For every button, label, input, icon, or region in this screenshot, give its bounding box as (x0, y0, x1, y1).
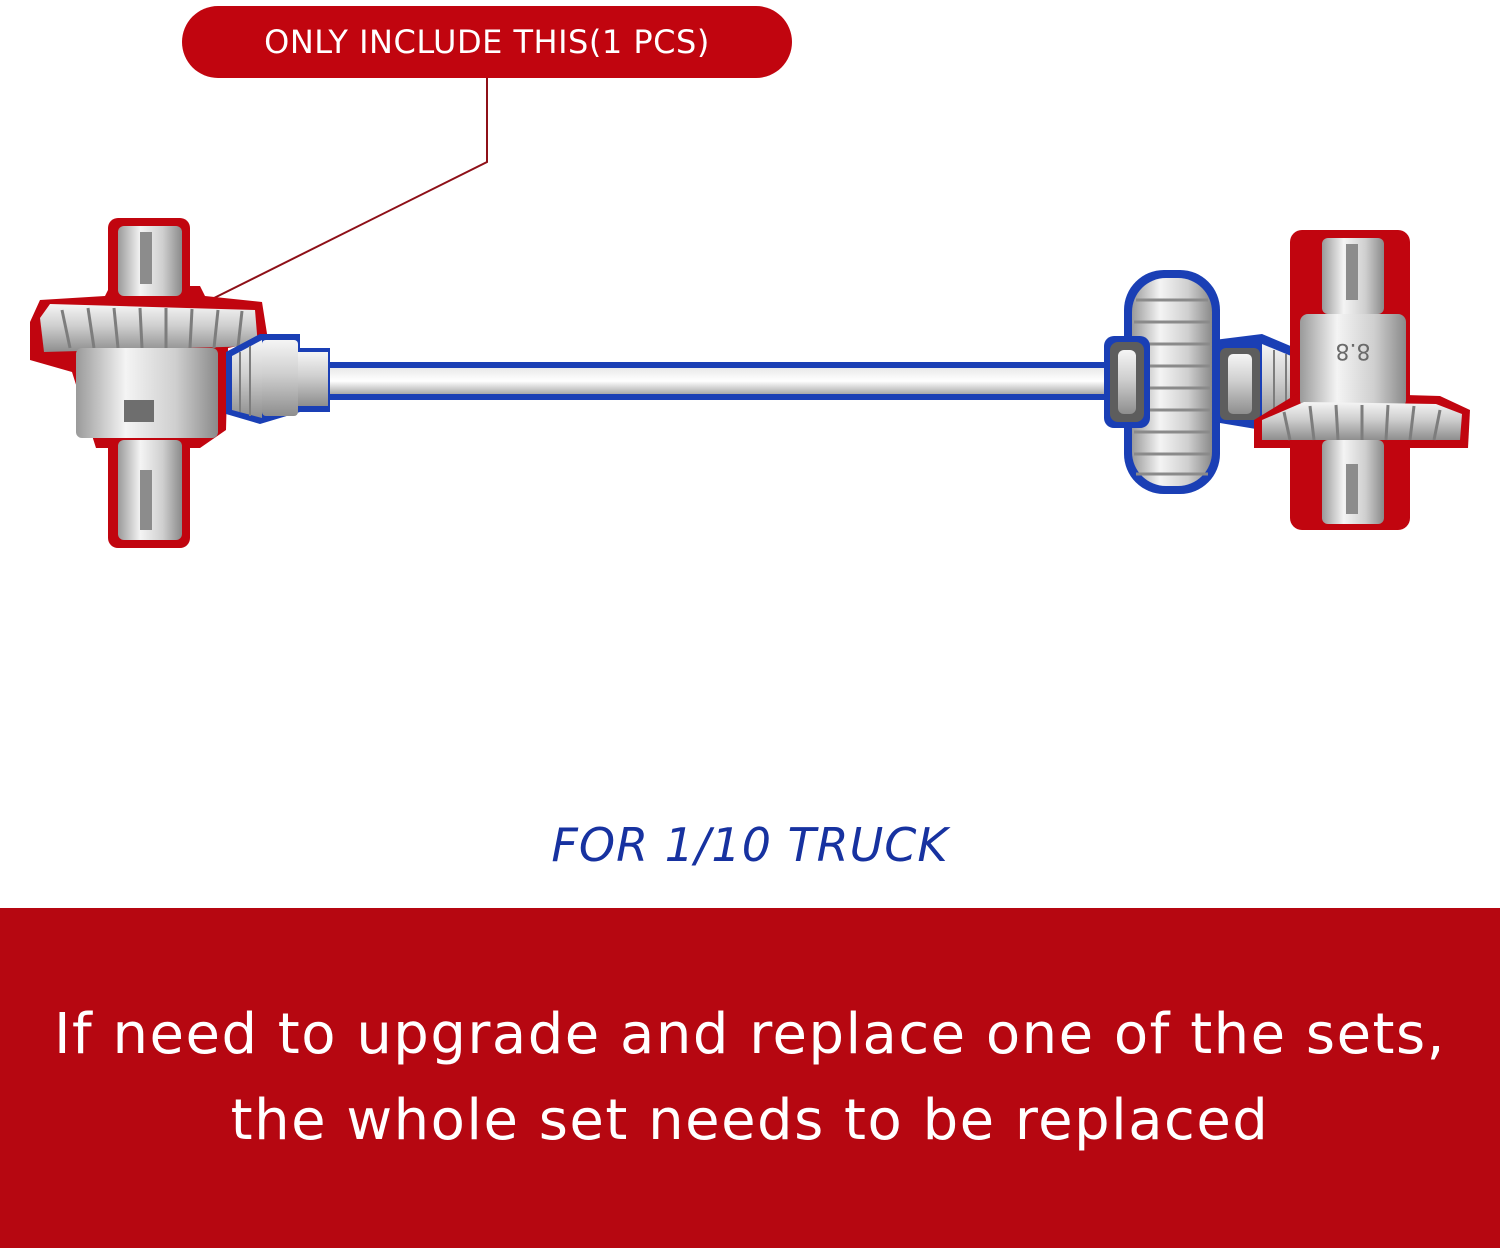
drive-shaft (226, 334, 1130, 424)
notice-line-2: the whole set needs to be replaced (230, 1088, 1270, 1153)
callout-text: ONLY INCLUDE THIS(1 PCS) (264, 23, 710, 61)
spur-gear (1104, 270, 1220, 494)
product-illustration: 8.8 (30, 78, 1470, 548)
left-differential (30, 218, 268, 548)
callout-pill: ONLY INCLUDE THIS(1 PCS) (182, 6, 792, 78)
right-diff-marking: 8.8 (1336, 338, 1371, 363)
notice-banner: If need to upgrade and replace one of th… (0, 908, 1500, 1248)
callout-leader-line (197, 78, 488, 307)
product-scale-subtitle: FOR 1/10 TRUCK (551, 818, 949, 872)
right-differential: 8.8 (1254, 230, 1470, 530)
notice-line-1: If need to upgrade and replace one of th… (54, 1002, 1446, 1067)
